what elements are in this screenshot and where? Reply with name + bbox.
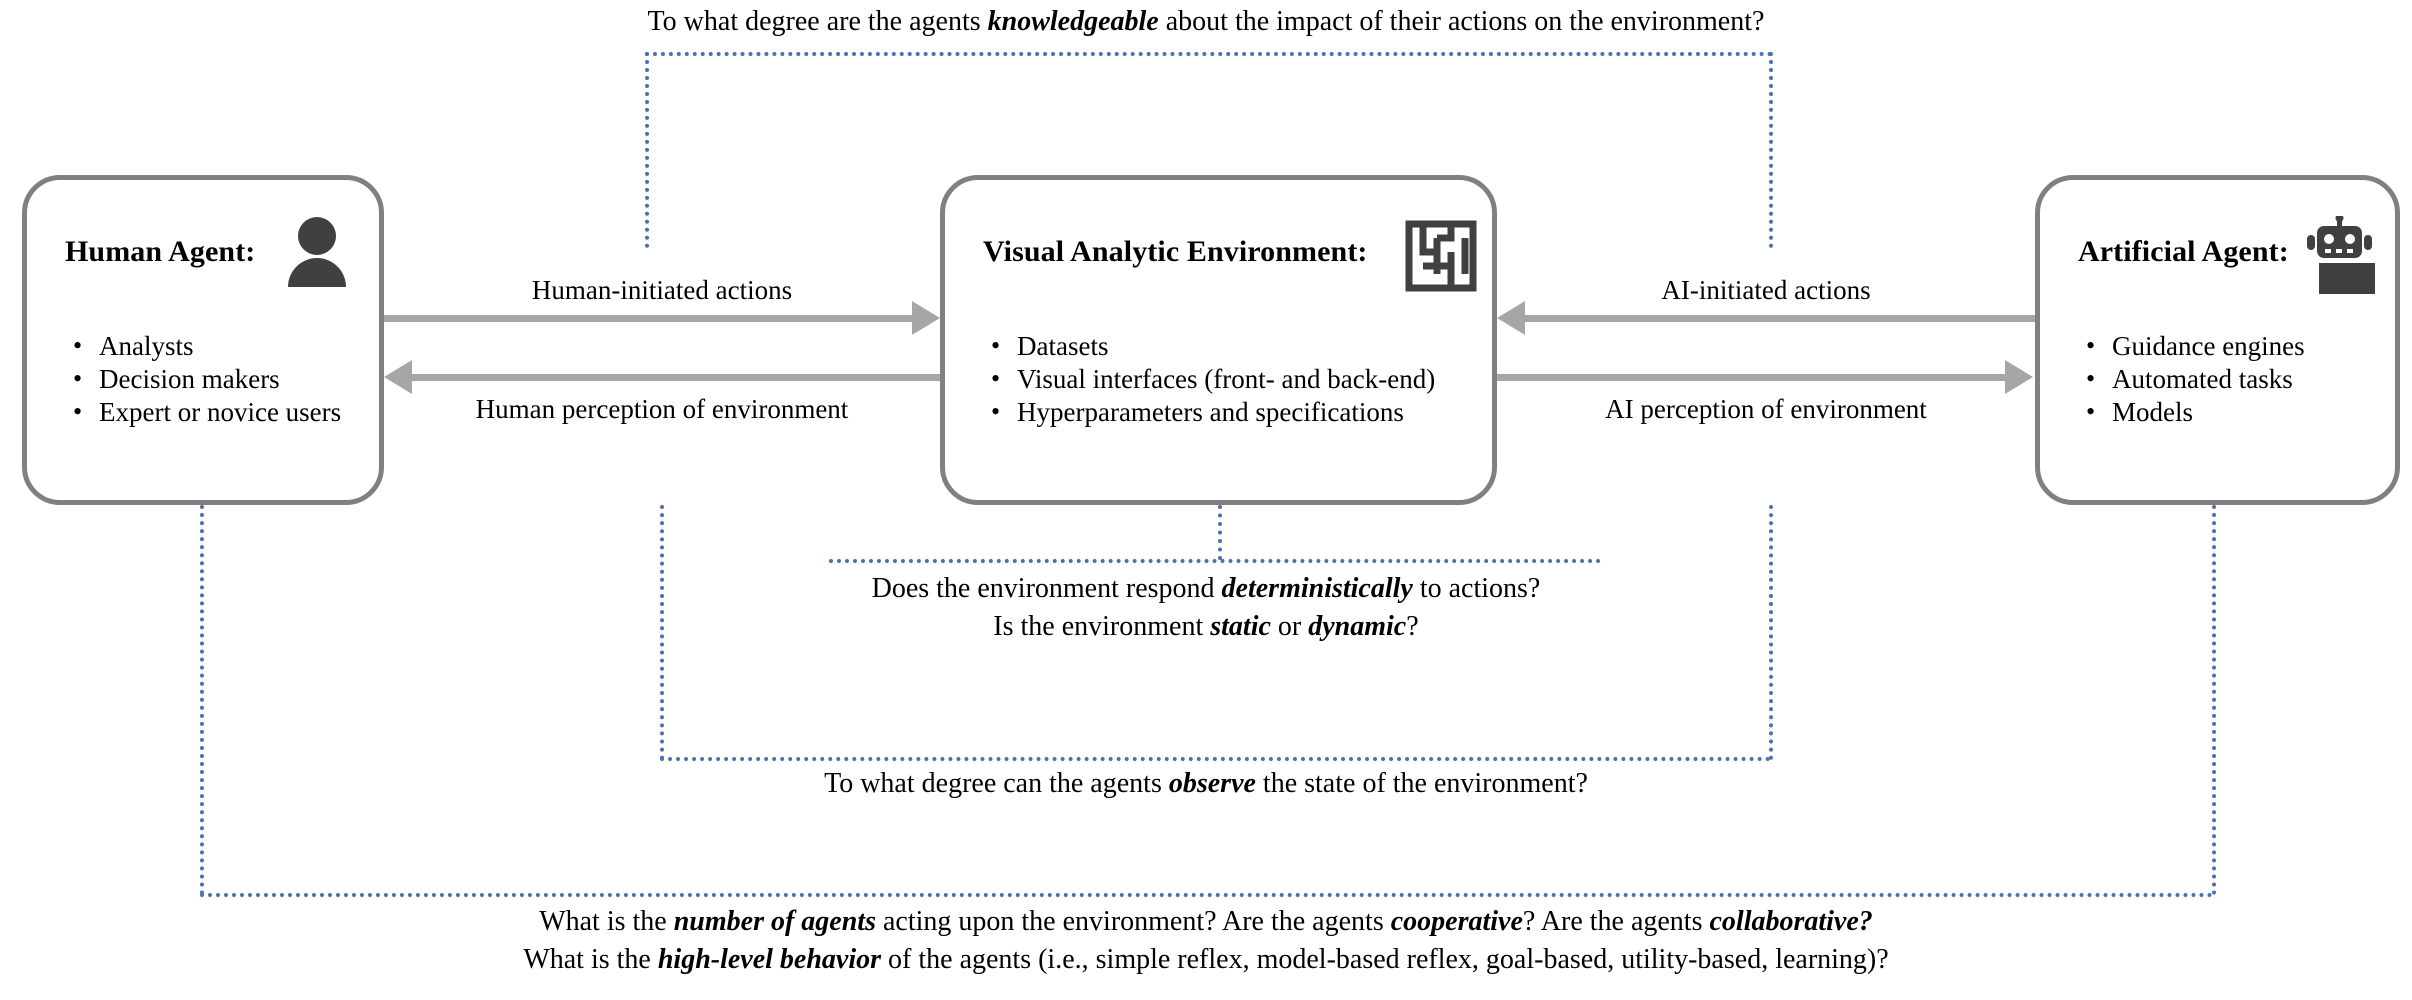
question-line: What is the number of agents acting upon… bbox=[539, 906, 1873, 937]
list-item: Datasets bbox=[983, 329, 1435, 363]
robot-icon bbox=[2303, 214, 2375, 299]
question-line: To what degree are the agents knowledgea… bbox=[647, 6, 1765, 37]
dotted-bottom-horizontal bbox=[200, 893, 2214, 897]
question-knowledgeable: To what degree are the agents knowledgea… bbox=[0, 3, 2412, 41]
question-number-and-behavior: What is the number of agents acting upon… bbox=[0, 903, 2412, 979]
arrow-head-right bbox=[912, 301, 940, 335]
dotted-top-right-vertical bbox=[1769, 52, 1773, 248]
list-item: Visual interfaces (front- and back-end) bbox=[983, 362, 1435, 396]
arrow-ai-initiated-actions bbox=[1525, 315, 2035, 322]
dotted-top-horizontal bbox=[645, 52, 1773, 56]
list-item: Decision makers bbox=[65, 362, 341, 396]
box-artificial-agent[interactable]: Artificial Agent: bbox=[2035, 175, 2400, 505]
question-observe: To what degree can the agents observe th… bbox=[0, 765, 2412, 803]
list-item: Guidance engines bbox=[2078, 329, 2305, 363]
dotted-observe-left-vertical bbox=[660, 505, 664, 760]
maze-icon bbox=[1405, 220, 1477, 297]
question-line: To what degree can the agents observe th… bbox=[824, 768, 1588, 799]
dotted-bottom-right-vertical bbox=[2212, 505, 2216, 895]
person-icon bbox=[282, 215, 352, 292]
question-deterministic-static-dynamic: Does the environment respond determinist… bbox=[0, 570, 2412, 646]
box-title-human-agent: Human Agent: bbox=[65, 235, 256, 268]
dotted-observe-horizontal bbox=[660, 757, 1771, 761]
dotted-bottom-left-vertical bbox=[200, 505, 204, 895]
box-title-artificial-agent: Artificial Agent: bbox=[2078, 235, 2289, 268]
box-human-agent[interactable]: Human Agent: Analysts Decision makers Ex… bbox=[22, 175, 384, 505]
question-line: Does the environment respond determinist… bbox=[871, 573, 1541, 604]
arrow-head-right bbox=[2005, 360, 2033, 394]
box-title-visual-analytic-environment: Visual Analytic Environment: bbox=[983, 235, 1368, 268]
arrow-human-perception-of-environment bbox=[412, 374, 940, 381]
arrow-head-left bbox=[384, 360, 412, 394]
arrow-label-human-initiated-actions: Human-initiated actions bbox=[531, 275, 793, 305]
dotted-center-horizontal bbox=[829, 559, 1601, 563]
list-item: Expert or novice users bbox=[65, 395, 341, 429]
arrow-head-left bbox=[1497, 301, 1525, 335]
box-items-human-agent: Analysts Decision makers Expert or novic… bbox=[65, 329, 341, 429]
arrow-label-ai-initiated-actions: AI-initiated actions bbox=[1661, 275, 1871, 305]
dotted-top-left-vertical bbox=[645, 52, 649, 248]
arrow-ai-perception-of-environment bbox=[1497, 374, 2007, 381]
question-line: Is the environment static or dynamic? bbox=[993, 611, 1419, 642]
list-item: Analysts bbox=[65, 329, 341, 363]
box-visual-analytic-environment[interactable]: Visual Analytic Environment: Datasets Vi… bbox=[940, 175, 1497, 505]
question-line: What is the high-level behavior of the a… bbox=[523, 944, 1889, 975]
arrow-human-initiated-actions bbox=[384, 315, 914, 322]
box-items-visual-analytic-environment: Datasets Visual interfaces (front- and b… bbox=[983, 329, 1435, 429]
list-item: Automated tasks bbox=[2078, 362, 2305, 396]
list-item: Hyperparameters and specifications bbox=[983, 395, 1435, 429]
dotted-center-stub-vertical bbox=[1218, 505, 1222, 560]
arrow-label-human-perception-of-environment: Human perception of environment bbox=[475, 394, 849, 424]
list-item: Models bbox=[2078, 395, 2305, 429]
dotted-observe-right-vertical bbox=[1769, 505, 1773, 760]
box-items-artificial-agent: Guidance engines Automated tasks Models bbox=[2078, 329, 2305, 429]
arrow-label-ai-perception-of-environment: AI perception of environment bbox=[1605, 394, 1927, 424]
